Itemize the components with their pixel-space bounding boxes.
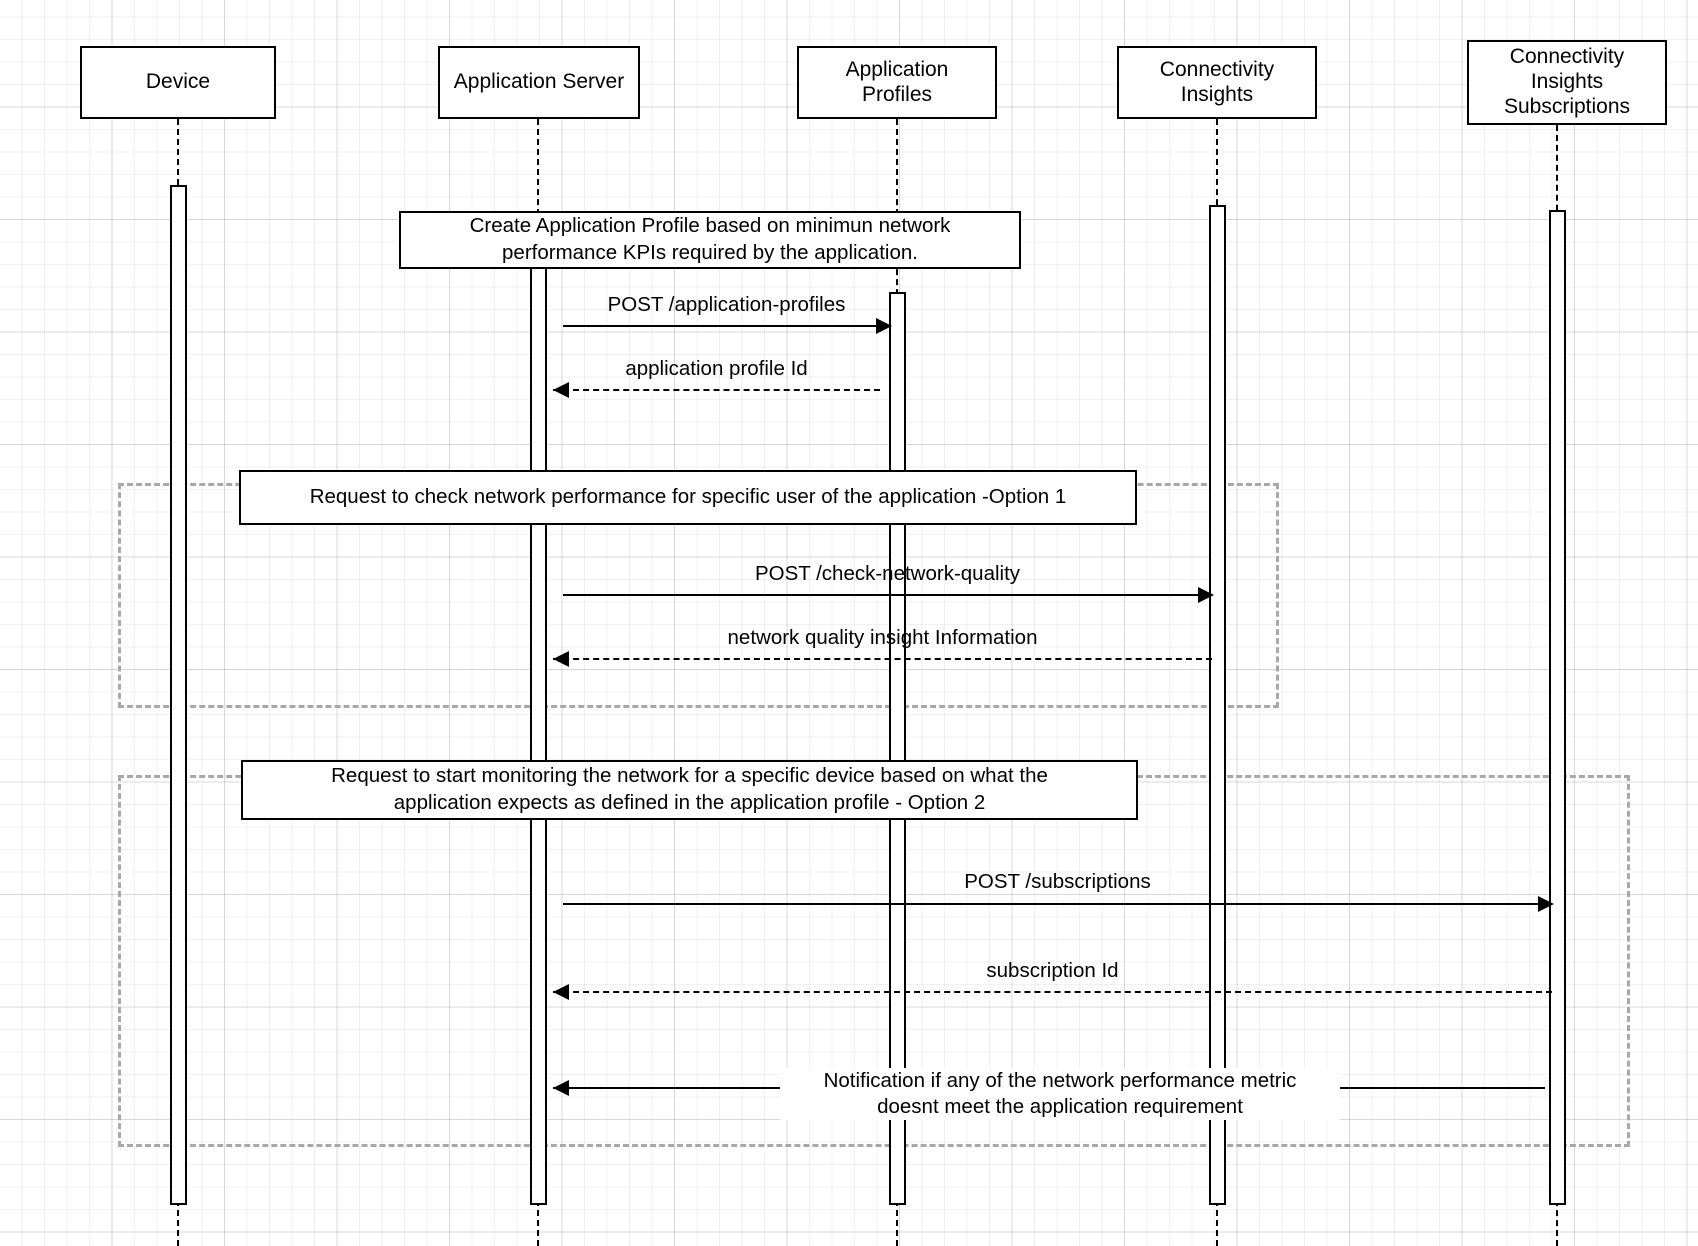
participant-label: Connectivity Insights <box>1159 57 1275 106</box>
participant-label: Connectivity Insights Subscriptions <box>1503 45 1631 118</box>
msg-notification-arrowhead <box>553 1080 569 1096</box>
note-text: Create Application Profile based on mini… <box>469 214 951 264</box>
activation-device <box>170 185 187 1205</box>
msg-network-quality-insight-information-arrowhead <box>553 651 569 667</box>
msg-subscription-id-label: subscription Id <box>986 959 1119 982</box>
msg-application-profile-id-line <box>553 389 880 391</box>
msg-network-quality-insight-information-line <box>553 658 1212 660</box>
participant-label: Device <box>145 70 211 94</box>
msg-post-check-network-quality-line <box>563 594 1212 596</box>
msg-application-profile-id-arrowhead <box>553 382 569 398</box>
msg-post-subscriptions-label: POST /subscriptions <box>964 870 1151 893</box>
msg-application-profile-id-label: application profile Id <box>625 357 808 380</box>
msg-subscription-id-line <box>553 991 1552 993</box>
activation-connectivity-insights-subscriptions <box>1549 210 1566 1205</box>
note-option-1: Request to check network performance for… <box>239 470 1137 525</box>
note-create-application-profile: Create Application Profile based on mini… <box>399 211 1021 269</box>
participant-application-profiles[interactable]: Application Profiles <box>797 46 997 119</box>
msg-subscription-id-arrowhead <box>553 984 569 1000</box>
activation-application-server <box>530 253 547 1205</box>
participant-device[interactable]: Device <box>80 46 276 119</box>
participant-label: Application Profiles <box>845 57 949 106</box>
participant-label: Application Server <box>453 70 625 94</box>
note-text: Request to check network performance for… <box>309 485 1067 509</box>
note-option-2: Request to start monitoring the network … <box>241 760 1138 820</box>
msg-network-quality-insight-information-label: network quality insight Information <box>727 626 1038 649</box>
msg-post-application-profiles-label: POST /application-profiles <box>607 293 846 316</box>
msg-post-application-profiles-arrowhead <box>876 318 892 334</box>
msg-post-subscriptions-arrowhead <box>1538 896 1554 912</box>
note-text: Request to start monitoring the network … <box>331 764 1048 814</box>
msg-notification-label: Notification if any of the network perfo… <box>780 1068 1340 1121</box>
msg-post-check-network-quality-label: POST /check-network-quality <box>754 562 1021 585</box>
msg-post-check-network-quality-arrowhead <box>1198 587 1214 603</box>
participant-connectivity-insights[interactable]: Connectivity Insights <box>1117 46 1317 119</box>
participant-connectivity-insights-subscriptions[interactable]: Connectivity Insights Subscriptions <box>1467 40 1667 125</box>
msg-post-subscriptions-line <box>563 903 1552 905</box>
activation-connectivity-insights <box>1209 205 1226 1205</box>
msg-post-application-profiles-line <box>563 325 890 327</box>
participant-application-server[interactable]: Application Server <box>438 46 640 119</box>
